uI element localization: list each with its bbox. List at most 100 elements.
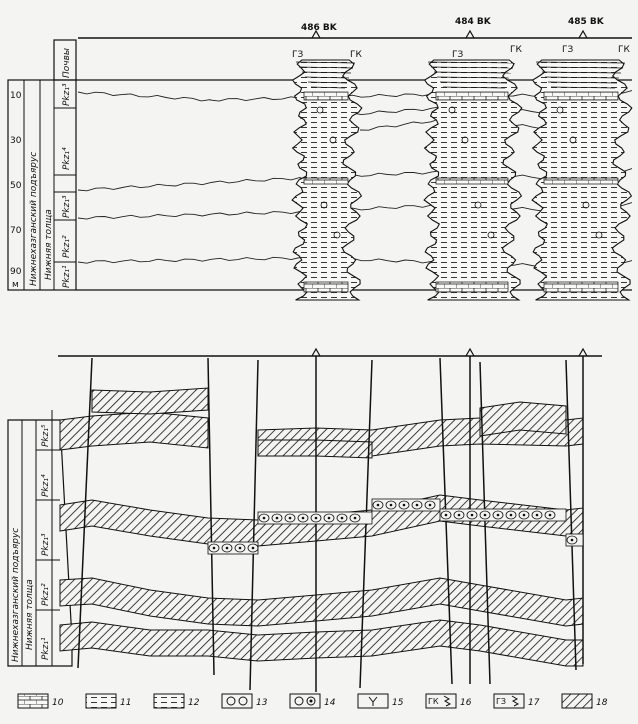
limestone-band xyxy=(303,91,349,101)
limestone-band xyxy=(303,177,349,185)
well-arrow-icon xyxy=(465,347,475,357)
gz-label: ГЗ xyxy=(292,50,303,60)
unit-label: Pkz₁³ xyxy=(62,83,72,106)
concretion xyxy=(385,500,397,510)
legend-number: 13 xyxy=(256,698,268,708)
gk-label: ГК xyxy=(618,45,630,55)
concretion xyxy=(349,513,361,523)
legend-item: 15 xyxy=(357,693,404,709)
gk-log-icon: ГК xyxy=(425,693,457,709)
depth-tick: 70 xyxy=(10,226,22,236)
legend-number: 11 xyxy=(120,698,131,708)
log-spike xyxy=(298,66,354,69)
clay-pattern-icon xyxy=(153,693,185,709)
log-spike xyxy=(535,61,626,64)
gz-log-icon: ГЗ xyxy=(493,693,525,709)
unit-label: Pkz₁² xyxy=(62,235,72,258)
concretion-core xyxy=(225,546,229,550)
legend-number: 18 xyxy=(596,698,608,708)
nodule xyxy=(448,106,456,114)
unit-label: Pkz₁¹ xyxy=(62,265,72,288)
concretion xyxy=(221,543,233,553)
concretion xyxy=(440,510,452,520)
concretion xyxy=(398,500,410,510)
log-spike xyxy=(439,81,508,84)
concretion-core xyxy=(301,516,305,520)
unit-label: Pkz₁³ xyxy=(62,195,72,218)
nodule xyxy=(595,231,603,239)
concretion xyxy=(505,510,517,520)
concretion xyxy=(258,513,270,523)
concretion-core xyxy=(570,538,574,542)
log-spike xyxy=(304,76,350,79)
log-spike xyxy=(295,61,356,64)
legend-log-curve xyxy=(443,695,452,707)
hatched-layer xyxy=(59,577,584,627)
concretion-core xyxy=(402,503,406,507)
concretion-core xyxy=(444,513,448,517)
limestone-band xyxy=(435,281,509,293)
legend-item: 13 xyxy=(221,693,268,709)
concretion-band xyxy=(207,541,259,555)
bottom-strat-column: Нижнехазганский подъярус Нижняя толща Pk… xyxy=(7,410,73,667)
legend-nodule xyxy=(294,696,304,706)
unit-label: Pkz₁⁵ xyxy=(41,424,51,447)
member-label: Нижняя толща xyxy=(44,209,54,280)
hatched-layer xyxy=(91,387,209,415)
gz-label: ГЗ xyxy=(562,45,573,55)
concretion xyxy=(271,513,283,523)
unit-label: Pkz₁² xyxy=(41,583,51,606)
concretion xyxy=(310,513,322,523)
concretion-core xyxy=(353,516,357,520)
concretion xyxy=(518,510,530,520)
concretion xyxy=(479,510,491,520)
legend-item: 12 xyxy=(153,693,200,709)
unit-label: Pkz₁⁴ xyxy=(62,147,72,170)
legend-item: 14 xyxy=(289,693,336,709)
nodules-pattern-icon xyxy=(221,693,253,709)
hatched-layer xyxy=(479,401,567,437)
legend-gypsum-mark xyxy=(368,696,378,706)
legend-nodule xyxy=(226,696,236,706)
concretion xyxy=(247,543,259,553)
concretion-core xyxy=(251,546,255,550)
log-spike xyxy=(550,86,616,89)
concretion-band-outline xyxy=(565,533,584,547)
legend-number: 17 xyxy=(528,698,540,708)
concretions-pattern-icon xyxy=(289,693,321,709)
concretion-band xyxy=(565,533,584,547)
concretion-core xyxy=(327,516,331,520)
concretion xyxy=(372,500,384,510)
legend-number: 14 xyxy=(324,698,336,708)
concretion xyxy=(323,513,335,523)
concretion-core xyxy=(522,513,526,517)
gypsum-symbol-icon xyxy=(357,693,389,709)
legend-swatch xyxy=(153,693,185,709)
log-spike xyxy=(541,71,622,74)
concretion-core xyxy=(275,516,279,520)
log-spike xyxy=(427,61,516,64)
hatched-layer xyxy=(59,619,584,667)
concretion-core xyxy=(483,513,487,517)
concretion xyxy=(411,500,423,510)
gk-label: ГК xyxy=(350,50,362,60)
concretion-core xyxy=(288,516,292,520)
log-spike xyxy=(433,71,512,74)
concretion-band xyxy=(257,511,373,525)
legend-number: 15 xyxy=(392,698,404,708)
marl-pattern-icon xyxy=(85,693,117,709)
concretion xyxy=(566,535,578,545)
depth-tick: 30 xyxy=(10,136,22,146)
gk-label: ГК xyxy=(510,45,522,55)
hatched-layer-icon xyxy=(561,693,593,709)
concretion xyxy=(424,500,436,510)
well-arrow-icon xyxy=(578,347,588,357)
legend-number: 16 xyxy=(460,698,472,708)
concretion-band xyxy=(371,498,441,512)
soil-label: Почвы xyxy=(62,48,72,78)
nodule xyxy=(582,201,590,209)
